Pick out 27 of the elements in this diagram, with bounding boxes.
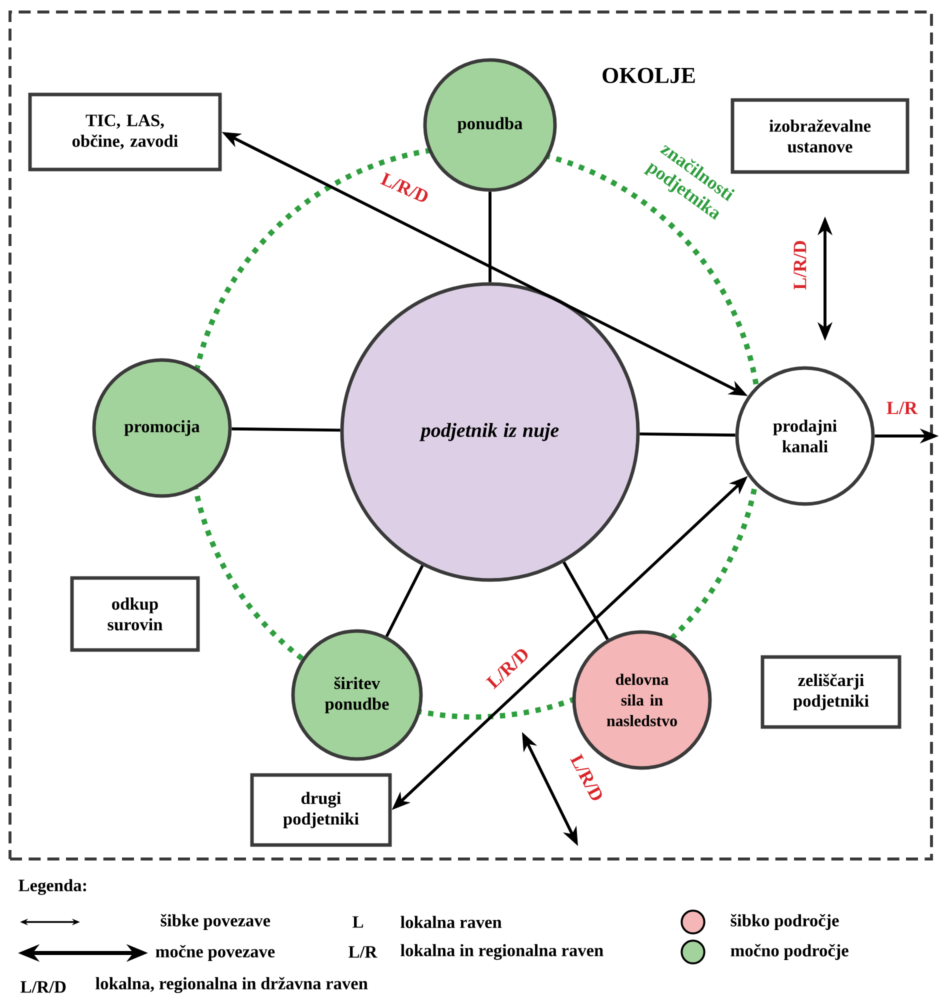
text-box: drugi podjetniki [250, 773, 392, 847]
legend-text: šibke povezave [160, 914, 270, 930]
legend-text: lokalna raven [400, 916, 502, 928]
abbreviation: L/R/D [20, 981, 66, 993]
edge-label: L/R [885, 400, 919, 416]
circle-node: podjetnik iz nuje [340, 282, 640, 582]
circle-node: širitev ponudbe [291, 629, 423, 761]
legend-text: močno področje [730, 944, 848, 960]
legend-text: šibko področje [730, 914, 839, 930]
legend-text: lokalna in regionalna raven [400, 944, 604, 960]
connector-line [385, 564, 424, 638]
legend-text: močne povezave [156, 945, 275, 961]
connector-line [640, 432, 736, 437]
abbreviation: L [352, 916, 364, 928]
text-box: TIC, LAS, občine, zavodi [28, 92, 222, 172]
circle-node: prodajni kanali [735, 366, 875, 506]
text-box: zeliščarji podjetniki [760, 655, 902, 729]
legend-heading: Legenda: [18, 879, 86, 895]
edge-label: L/R/D [792, 238, 808, 292]
abbreviation: L/R [348, 946, 378, 958]
connector-line [488, 192, 492, 282]
connector-line [232, 427, 340, 432]
text-box: izobraževalne ustanove [730, 98, 910, 174]
text-box: odkup surovin [70, 576, 200, 652]
connector-line [562, 562, 609, 640]
legend-text: lokalna, regionalna in državna raven [96, 976, 368, 994]
circle-node: promocija [92, 358, 232, 498]
